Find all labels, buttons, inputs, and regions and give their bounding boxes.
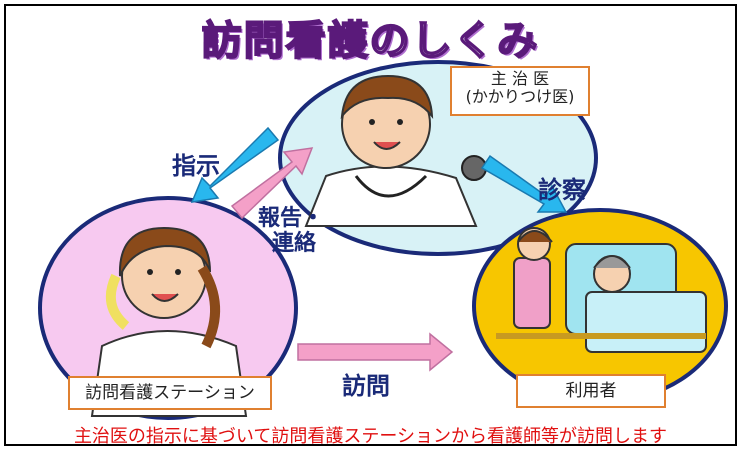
instruction-label: 指示 <box>172 152 220 180</box>
report-label-line2: 連絡 <box>272 231 317 257</box>
doctor-illustration <box>304 74 487 227</box>
report-arrow <box>230 147 314 220</box>
visit-label: 訪問 <box>342 372 390 400</box>
user-label-box: 利用者 <box>516 374 666 408</box>
visit-arrow <box>297 332 454 372</box>
diagram-frame: 訪問看護のしくみ 主 治 医 (かかりつけ医) 指示 報告・ 連絡 診察 訪問 … <box>4 4 737 446</box>
station-label-box: 訪問看護ステーション <box>68 376 272 410</box>
diagram-scene <box>38 60 728 420</box>
user-illustration <box>496 227 707 353</box>
report-label-line1: 報告・ <box>258 206 325 231</box>
instruction-arrow <box>190 126 280 203</box>
examination-label: 診察 <box>538 176 586 204</box>
report-label: 報告・ 連絡 <box>258 206 324 257</box>
doctor-label-line1: 主 治 医 <box>490 69 550 88</box>
page-title: 訪問看護のしくみ <box>201 17 540 65</box>
doctor-label-line2: (かかりつけ医) <box>465 86 575 106</box>
doctor-label-box: 主 治 医 (かかりつけ医) <box>450 66 590 116</box>
footer-caption: 主治医の指示に基づいて訪問看護ステーションから看護師等が訪問します <box>73 426 668 446</box>
examination-arrow <box>480 154 568 213</box>
